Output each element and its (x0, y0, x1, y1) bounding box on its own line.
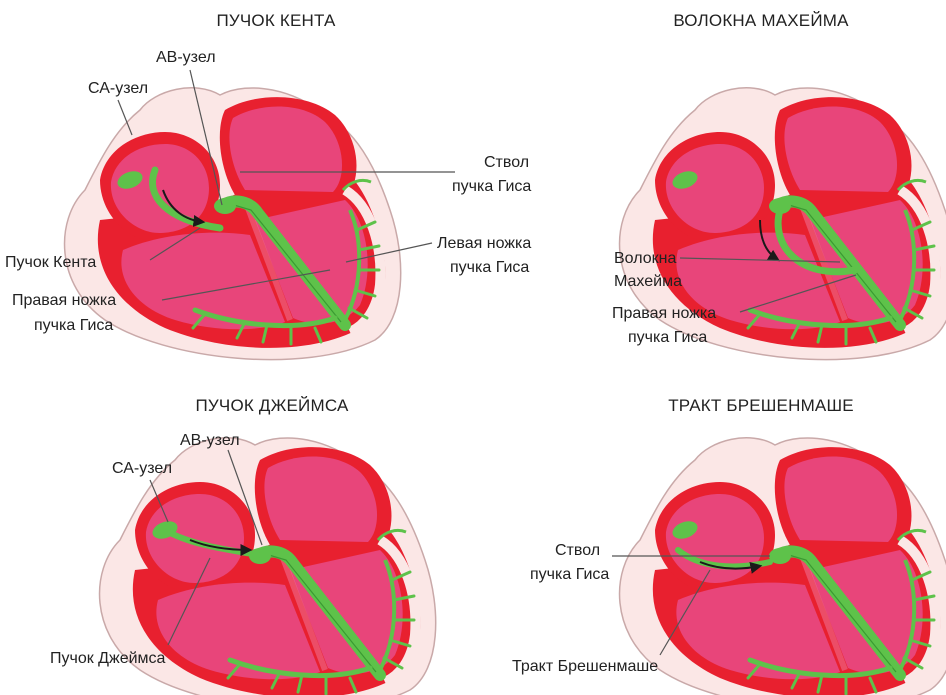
label-his-trunk-2: пучка Гиса (530, 566, 609, 583)
panel-title-kent: ПУЧОК КЕНТА (216, 11, 336, 30)
panel-james: ПУЧОК ДЖЕЙМСА АВ-узел СА-узел Пучок Джей… (50, 396, 436, 695)
label-mahaim-fibers-2: Махейма (614, 273, 682, 290)
label-his-trunk: Ствол (484, 154, 529, 171)
label-av-node: АВ-узел (156, 49, 216, 66)
label-his-trunk-2: пучка Гиса (452, 178, 531, 195)
label-right-branch-2: пучка Гиса (34, 317, 113, 334)
panel-mahaim: ВОЛОКНА МАХЕЙМА Волокна Махейма Правая н… (612, 11, 946, 360)
label-kent-bundle: Пучок Кента (5, 254, 96, 271)
label-sa-node: СА-узел (112, 460, 172, 477)
heart-diagram-brechenmacher (620, 438, 946, 695)
label-left-branch: Левая ножка (437, 235, 531, 252)
panel-title-brechenmacher: ТРАКТ БРЕШЕНМАШЕ (668, 396, 854, 415)
panel-title-james: ПУЧОК ДЖЕЙМСА (196, 396, 349, 415)
panel-kent: ПУЧОК КЕНТА СА-узел АВ-узел Ствол пучка … (5, 11, 531, 360)
label-his-trunk: Ствол (555, 542, 600, 559)
label-right-branch: Правая ножка (12, 292, 116, 309)
label-brechenmacher-tract: Тракт Брешенмаше (512, 658, 658, 675)
panel-brechenmacher: ТРАКТ БРЕШЕНМАШЕ Ствол пучка Гиса Тракт … (512, 396, 946, 695)
label-left-branch-2: пучка Гиса (450, 259, 529, 276)
label-right-branch-2: пучка Гиса (628, 329, 707, 346)
label-james-bundle: Пучок Джеймса (50, 650, 166, 667)
heart-diagram-kent (65, 88, 401, 360)
panel-title-mahaim: ВОЛОКНА МАХЕЙМА (673, 11, 849, 30)
label-av-node: АВ-узел (180, 432, 240, 449)
label-sa-node: СА-узел (88, 80, 148, 97)
label-mahaim-fibers: Волокна (614, 250, 676, 267)
label-right-branch: Правая ножка (612, 305, 716, 322)
